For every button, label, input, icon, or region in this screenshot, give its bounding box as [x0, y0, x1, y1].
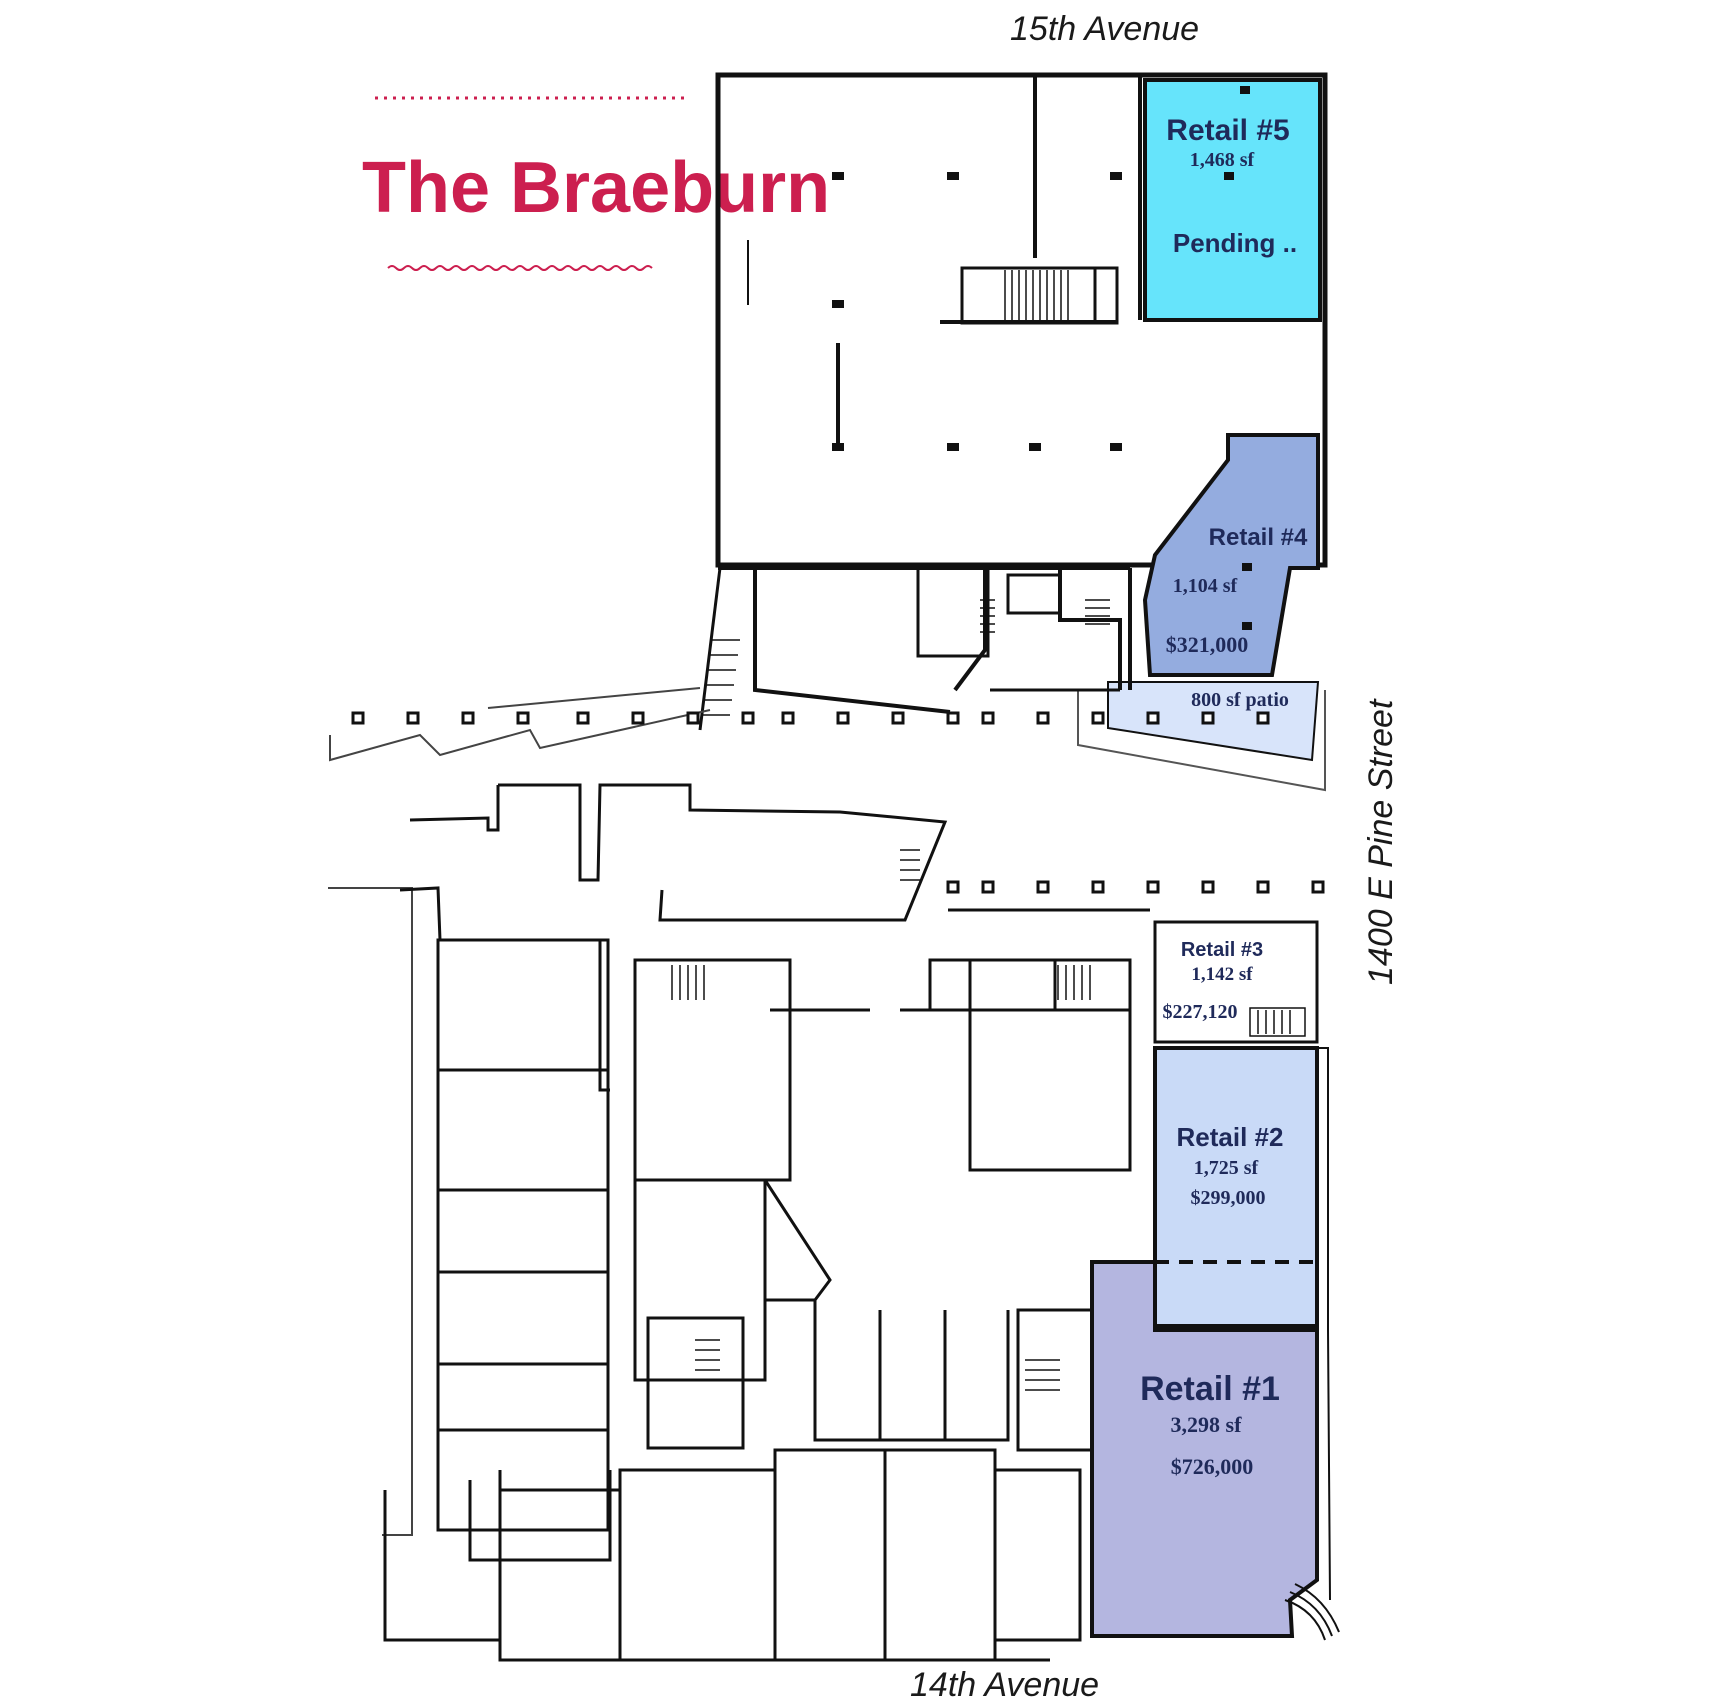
retail-2-area-label: 1,725 sf — [1194, 1157, 1259, 1179]
retail-1-price: $726,000 — [1171, 1454, 1254, 1479]
south-building — [383, 783, 1150, 1662]
retail-3-area-label: 1,142 sf — [1191, 964, 1253, 985]
lobby-block — [698, 566, 1132, 731]
retail-2-price: $299,000 — [1191, 1187, 1266, 1209]
plaza-columns — [351, 711, 1325, 894]
retail-3-price: $227,120 — [1163, 1001, 1238, 1023]
plaza-outline — [328, 687, 711, 1536]
retail-2-area[interactable] — [1153, 1046, 1319, 1328]
retail-3-name: Retail #3 — [1181, 939, 1263, 961]
retail-5-name: Retail #5 — [1166, 114, 1289, 147]
corner-entry-steps — [1284, 1583, 1340, 1641]
map-title: The Braeburn — [362, 148, 830, 228]
retail-4-patio-label: 800 sf patio — [1191, 689, 1289, 711]
retail-4-area[interactable] — [1142, 433, 1320, 677]
retail-5-area-label: 1,468 sf — [1190, 149, 1255, 171]
street-label-bottom: 14th Avenue — [910, 1666, 1099, 1704]
north-columns — [832, 172, 1122, 451]
south-stairs — [671, 849, 1091, 1391]
north-stair — [960, 266, 1119, 325]
retail-4-name: Retail #4 — [1209, 524, 1308, 551]
retail-1-area[interactable] — [1090, 1260, 1319, 1638]
retail-5-area[interactable] — [1143, 78, 1322, 322]
street-label-top: 15th Avenue — [1010, 10, 1199, 48]
retail-4-column — [1242, 563, 1252, 571]
patio-outer-edge — [1077, 690, 1326, 792]
retail-5-status: Pending .. — [1173, 228, 1297, 258]
retail-1-area-label: 3,298 sf — [1171, 1412, 1243, 1437]
street-label-right: 1400 E Pine Street — [1362, 698, 1400, 985]
retail-4-price: $321,000 — [1166, 632, 1249, 657]
east-facade — [1317, 1047, 1331, 1601]
retail-4-column — [1242, 622, 1252, 630]
title-wavy-rule — [387, 265, 653, 271]
retail-4-area-label: 1,104 sf — [1173, 575, 1238, 597]
retail-1-name: Retail #1 — [1140, 1370, 1280, 1408]
retail-5-column — [1224, 172, 1234, 180]
lobby-stairs — [702, 599, 1110, 716]
retail-5-column — [1240, 86, 1250, 94]
retail-3-stair — [1249, 1007, 1306, 1037]
retail-2-name: Retail #2 — [1177, 1122, 1284, 1152]
